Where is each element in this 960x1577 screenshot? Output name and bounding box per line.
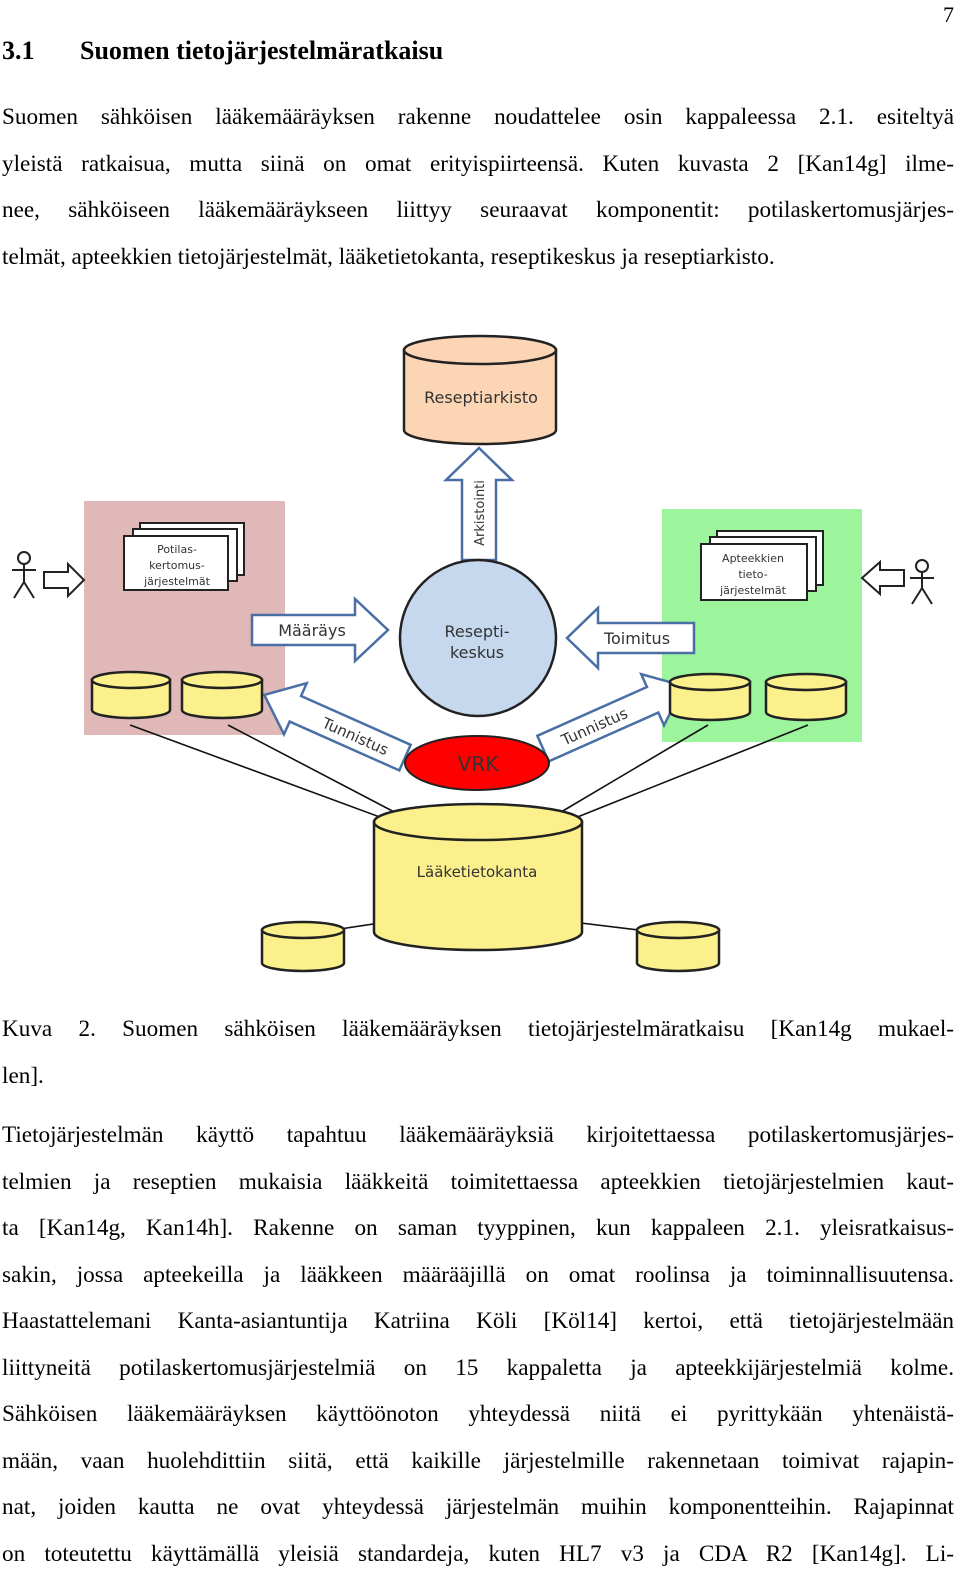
maarays-label: Määräys — [278, 621, 346, 640]
text-line: liittyneitä potilaskertomusjärjestelmiä … — [2, 1345, 954, 1392]
bottom-database — [637, 922, 719, 971]
arkistointi-arrow: Arkistointi — [446, 448, 512, 560]
text-line: yleistä ratkaisua, mutta siinä on omat e… — [2, 141, 954, 188]
apteekkien-label-line: tieto- — [738, 568, 767, 581]
reseptikeskus-label-line: Resepti- — [444, 622, 509, 641]
body-paragraph: Tietojärjestelmän käyttö tapahtuu lääkem… — [2, 1112, 954, 1577]
potilas-label-line: kertomus- — [149, 559, 205, 572]
prescriber-database — [182, 672, 262, 718]
reseptikeskus-node: Resepti- keskus — [400, 560, 556, 716]
text-line: Kuva 2. Suomen sähköisen lääkemääräyksen… — [2, 1006, 954, 1053]
vrk-node: VRK — [405, 736, 549, 790]
laaketietokanta-database: Lääketietokanta — [374, 804, 582, 950]
reseptiarkisto-label: Reseptiarkisto — [424, 388, 538, 407]
text-line: telmien ja reseptien mukaisia lääkkeitä … — [2, 1159, 954, 1206]
potilas-label-line: järjestelmät — [143, 575, 210, 588]
pharmacy-database — [670, 674, 750, 720]
text-line: telmät, apteekkien tietojärjestelmät, lä… — [2, 234, 954, 281]
text-line: Sähköisen lääkemääräyksen käyttöönoton y… — [2, 1391, 954, 1438]
toimitus-label: Toimitus — [603, 629, 670, 648]
figure-caption: Kuva 2. Suomen sähköisen lääkemääräyksen… — [2, 1006, 954, 1099]
reseptiarkisto-database: Reseptiarkisto — [404, 336, 556, 444]
pharmacist-input-arrow — [862, 562, 904, 594]
text-line: Haastattelemani Kanta-asiantuntija Katri… — [2, 1298, 954, 1345]
text-line: Tietojärjestelmän käyttö tapahtuu lääkem… — [2, 1112, 954, 1159]
page-number: 7 — [943, 2, 954, 28]
intro-paragraph: Suomen sähköisen lääkemääräyksen rakenne… — [2, 94, 954, 280]
section-heading: 3.1 Suomen tietojärjestelmäratkaisu — [2, 36, 443, 66]
potilas-label-line: Potilas- — [157, 543, 197, 556]
bottom-database — [262, 922, 344, 971]
arkistointi-label: Arkistointi — [473, 480, 488, 546]
prescriber-database — [92, 672, 170, 718]
vrk-label: VRK — [458, 752, 500, 776]
prescriber-input-arrow — [44, 564, 84, 596]
text-line: nee, sähköiseen lääkemääräykseen liittyy… — [2, 187, 954, 234]
laaketietokanta-label: Lääketietokanta — [417, 863, 538, 881]
text-line: on toteutettu käyttämällä yleisiä standa… — [2, 1531, 954, 1577]
section-title: Suomen tietojärjestelmäratkaisu — [80, 36, 443, 66]
text-line: nat, joiden kautta ne ovat yhteydessä jä… — [2, 1484, 954, 1531]
apteekkien-documents: Apteekkien tieto- järjestelmät — [701, 531, 823, 600]
text-line: Suomen sähköisen lääkemääräyksen rakenne… — [2, 94, 954, 141]
text-line: mään, vaan huolehdittiin siitä, että kai… — [2, 1438, 954, 1485]
reseptikeskus-label-line: keskus — [450, 643, 504, 662]
text-line: ta [Kan14g, Kan14h]. Rakenne on saman ty… — [2, 1205, 954, 1252]
section-number: 3.1 — [2, 36, 80, 66]
apteekkien-label-line: järjestelmät — [719, 584, 786, 597]
prescriber-person-icon — [12, 552, 36, 598]
text-line: len]. — [2, 1053, 954, 1100]
text-line: sakin, jossa apteekeilla ja lääkkeen mää… — [2, 1252, 954, 1299]
pharmacy-database — [766, 674, 846, 720]
apteekkien-label-line: Apteekkien — [722, 552, 784, 565]
potilaskertomus-documents: Potilas- kertomus- järjestelmät — [124, 523, 244, 590]
pharmacist-person-icon — [910, 560, 934, 604]
system-diagram: Reseptiarkisto Arkistointi Potilas- kert… — [0, 320, 960, 1000]
